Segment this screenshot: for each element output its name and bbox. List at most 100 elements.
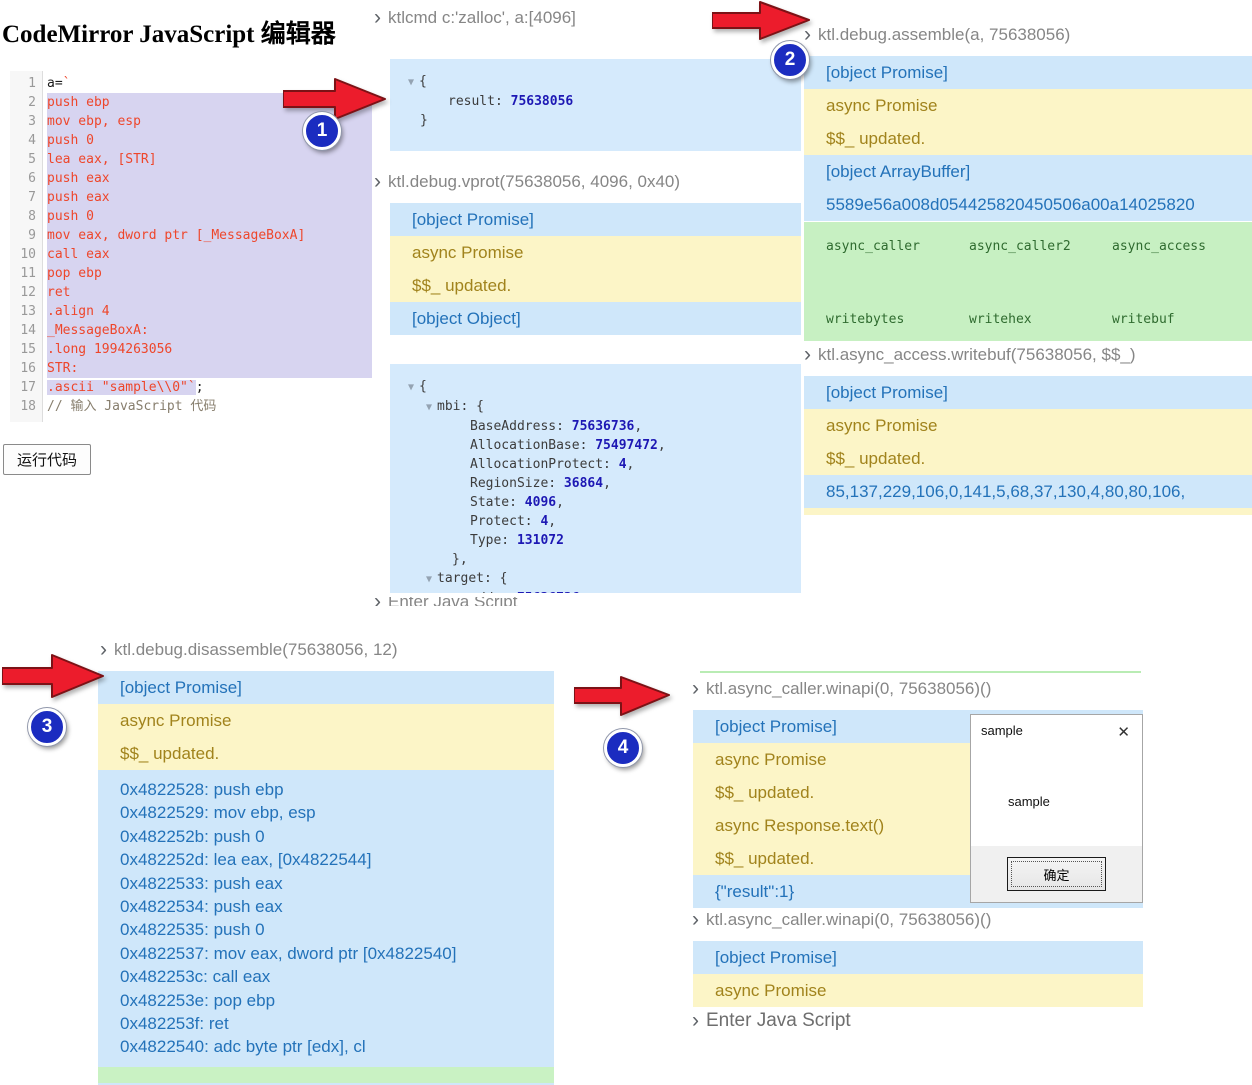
code-line: STR: — [47, 359, 372, 378]
line-number: 13 — [20, 304, 36, 319]
ok-button[interactable]: 确定 — [1007, 857, 1106, 891]
chevron-right-icon: › — [804, 343, 811, 366]
asm-line: 0x4822535: push 0 — [120, 920, 265, 940]
asm-line: 0x482252b: push 0 — [120, 826, 265, 846]
asm-line: 0x4822540: adc byte ptr [edx], cl — [120, 1037, 366, 1057]
tree-line: }, — [408, 550, 801, 569]
disclosure-triangle-icon[interactable]: ▼ — [426, 574, 433, 585]
line-number: 8 — [28, 209, 36, 224]
console-log-row: async Promise — [693, 974, 1143, 1007]
console-log-row: [object Object] — [390, 302, 801, 335]
command-text: ktl.debug.vprot(75638056, 4096, 0x40) — [388, 172, 681, 191]
tree-line: AllocationBase: 75497472, — [408, 436, 801, 455]
asm-line: 0x482252d: lea eax, [0x4822544] — [120, 850, 372, 870]
code-token: push 0 — [47, 133, 94, 148]
tree-value: 75638056 — [510, 94, 574, 109]
dialog-body-text: sample — [1008, 794, 1050, 809]
line-number: 2 — [28, 95, 36, 110]
clipped-prompt: › Enter Java Script — [374, 597, 654, 606]
tree-value: 4096 — [524, 495, 557, 510]
mbi-object-tree: ▼{▼mbi: { BaseAddress: 75636736, Allocatio… — [390, 364, 801, 593]
code-token: ; — [195, 380, 204, 395]
code-line: push 0 — [47, 207, 372, 226]
line-number: 5 — [28, 152, 36, 167]
code-line: lea eax, [STR] — [47, 150, 372, 169]
tree-value: 75636736 — [571, 419, 635, 434]
console-log-row: 85,137,229,106,0,141,5,68,37,130,4,80,80… — [804, 475, 1252, 508]
chevron-right-icon: › — [804, 23, 811, 46]
tree-key: addr: — [470, 591, 517, 593]
function-name: async_caller2 — [969, 239, 1071, 254]
code-line: a=` — [47, 74, 372, 93]
tree-line: ▼mbi: { — [408, 397, 801, 417]
chevron-right-icon: › — [692, 1009, 699, 1032]
step-badge-2: 2 — [771, 41, 809, 79]
console-command-echo: › ktlcmd c:'zalloc', a:[4096] — [374, 7, 576, 28]
asm-line: 0x4822529: mov ebp, esp — [120, 803, 316, 823]
tree-line: ▼ target: { — [408, 569, 801, 589]
tree-line: ▼{ — [408, 377, 801, 397]
console-command-echo: › ktl.async_access.writebuf(75638056, $$… — [804, 343, 1136, 366]
chevron-right-icon: › — [692, 677, 699, 700]
tree-key: BaseAddress: — [470, 419, 572, 434]
code-line: pop ebp — [47, 264, 372, 283]
line-number: 15 — [20, 342, 36, 357]
code-token: mov eax, dword ptr [_MessageBoxA] — [47, 228, 306, 243]
console-log-row: async Promise — [98, 704, 554, 737]
code-token: lea eax, [STR] — [47, 152, 157, 167]
code-token: mov ebp, esp — [47, 114, 141, 129]
chevron-right-icon: › — [100, 638, 107, 661]
function-name: writebytes — [826, 312, 905, 327]
code-line: .long 1994263056 — [47, 340, 372, 359]
tree-key: target: { — [437, 571, 508, 586]
divider — [700, 671, 1141, 673]
line-number: 16 — [20, 361, 36, 376]
console-command-echo: › ktl.async_caller.winapi(0, 75638056)() — [692, 677, 992, 700]
asm-line: 0x4822533: push eax — [120, 873, 283, 893]
asm-line: 0x4822537: mov eax, dword ptr [0x4822540… — [120, 943, 457, 963]
tree-key: Protect: — [470, 514, 541, 529]
tree-key: result: — [448, 94, 511, 109]
tree-line: result: 75638056 — [408, 92, 801, 111]
chevron-right-icon: › — [374, 170, 381, 193]
code-line: _MessageBoxA: — [47, 321, 372, 340]
command-text: ktl.debug.disassemble(75638056, 12) — [114, 640, 398, 659]
close-icon[interactable]: ✕ — [1117, 724, 1130, 741]
code-line: push eax — [47, 169, 372, 188]
console-log-row: $$_ updated. — [804, 122, 1252, 155]
step-badge-1: 1 — [303, 112, 341, 150]
code-line: .ascii "sample\\0"`; — [47, 378, 372, 397]
run-code-button[interactable]: 运行代码 — [3, 444, 92, 475]
console-log-row: [object Promise] — [693, 941, 1143, 974]
dialog-titlebar[interactable]: sample ✕ — [971, 715, 1142, 741]
console-command-echo: › ktl.debug.vprot(75638056, 4096, 0x40) — [374, 170, 681, 193]
console-log-row: $$_ updated. — [804, 442, 1252, 475]
code-token: push ebp — [47, 95, 110, 110]
code-line: push 0 — [47, 131, 372, 150]
disclosure-triangle-icon[interactable]: ▼ — [408, 77, 415, 88]
command-text: ktl.async_caller.winapi(0, 75638056)() — [706, 679, 992, 698]
tree-key: Type: — [470, 533, 517, 548]
tree-key: State: — [470, 495, 525, 510]
line-number: 9 — [28, 228, 36, 243]
code-token: // 输入 JavaScript 代码 — [47, 399, 217, 414]
asm-line: 0x482253f: ret — [120, 1014, 229, 1034]
code-token: call eax — [47, 247, 110, 262]
code-token: ` — [62, 76, 71, 91]
code-token: pop ebp — [47, 266, 102, 281]
disclosure-triangle-icon[interactable]: ▼ — [408, 382, 415, 393]
line-number: 6 — [28, 171, 36, 186]
disclosure-triangle-icon[interactable]: ▼ — [426, 402, 433, 413]
tree-value: 75636736 — [517, 591, 580, 593]
tree-line: State: 4096, — [408, 493, 801, 512]
console-log-row: [object Promise] — [804, 56, 1252, 89]
tree-punct: , — [634, 419, 643, 434]
tree-line: Type: 131072 — [408, 531, 801, 550]
editor-code-area[interactable]: a=` push ebp mov ebp, esp push 0 lea eax, [S… — [43, 71, 372, 422]
tree-value: 36864 — [563, 476, 604, 491]
console-log-group: [object Promise]async Promise$$_ updated… — [804, 376, 1252, 515]
line-number: 12 — [20, 285, 36, 300]
console-input-prompt[interactable]: › Enter Java Script — [692, 1008, 992, 1034]
console-command-echo: › ktl.debug.assemble(a, 75638056) — [804, 23, 1070, 46]
